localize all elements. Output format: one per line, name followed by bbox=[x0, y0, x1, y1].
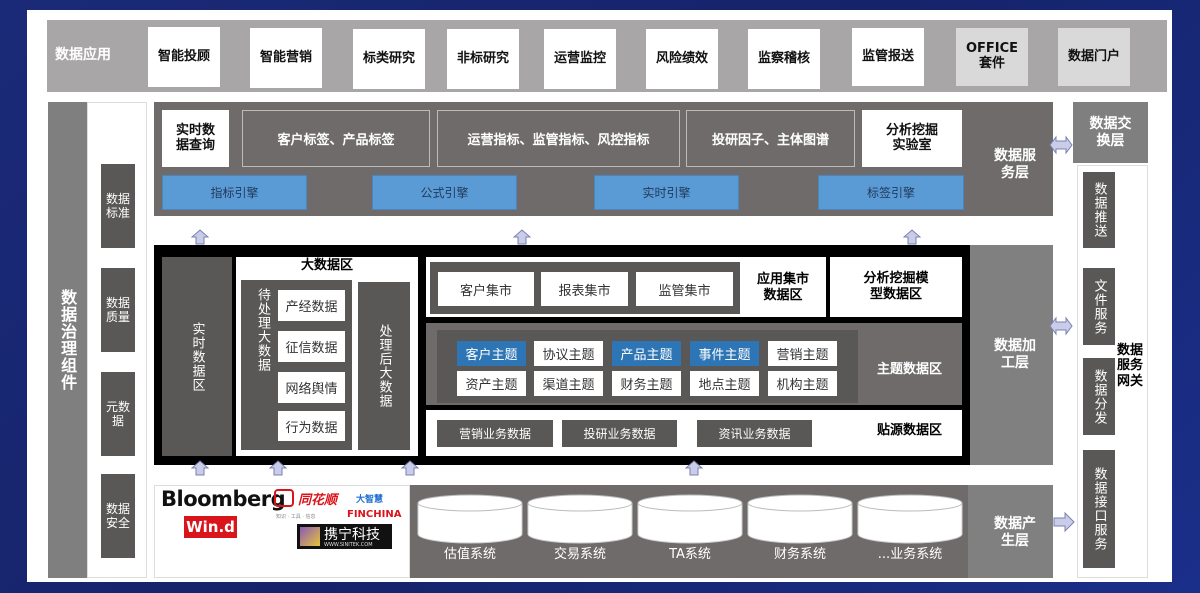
app-item: 运营监控 bbox=[544, 29, 616, 89]
bigdata-item: 征信数据 bbox=[278, 331, 345, 362]
subject-item: 资产主题 bbox=[457, 371, 526, 396]
gateway-item: 文件服务 bbox=[1083, 268, 1115, 345]
app-item: 监管报送 bbox=[852, 28, 924, 86]
bigdata-title: 大数据区 bbox=[300, 258, 353, 274]
ths-logo-icon bbox=[274, 489, 294, 507]
tags-box: 客户标签、产品标签 bbox=[242, 110, 430, 167]
indicators-box: 运营指标、监管指标、风控指标 bbox=[437, 110, 680, 167]
subject-item: 机构主题 bbox=[768, 371, 837, 396]
database-cylinder-icon bbox=[417, 494, 523, 544]
realtime-zone: 实时数据区 bbox=[162, 257, 232, 456]
subject-item: 营销主题 bbox=[768, 341, 837, 366]
governance-item: 数据安全 bbox=[101, 474, 135, 558]
production-layer-label: 数据产生层 bbox=[994, 516, 1036, 549]
arrow-up-icon bbox=[401, 460, 419, 476]
arrow-up-icon bbox=[513, 229, 531, 245]
service-layer-label: 数据服务层 bbox=[994, 148, 1036, 181]
subject-item: 渠道主题 bbox=[534, 371, 603, 396]
processed-bigdata: 处理后大数据 bbox=[358, 282, 410, 450]
database-cylinder-icon bbox=[637, 494, 743, 544]
app-item: 风险绩效 bbox=[646, 29, 718, 89]
arrow-up-icon bbox=[685, 460, 703, 476]
app-item: 智能投顾 bbox=[148, 27, 220, 87]
pending-bigdata-label: 待处理大数据 bbox=[255, 288, 270, 372]
factors-box: 投研因子、主体图谱 bbox=[686, 110, 855, 167]
database-cylinder-icon bbox=[527, 494, 633, 544]
governance-item: 数据标准 bbox=[101, 164, 135, 248]
subject-item: 地点主题 bbox=[690, 371, 759, 396]
sinitek-url: WWW.SINITEK.COM bbox=[324, 542, 373, 548]
engine-tag: 标签引擎 bbox=[818, 175, 964, 210]
wind-logo: Win.d bbox=[184, 516, 237, 538]
finchina-logo: FINCHINA bbox=[347, 509, 402, 520]
system-label: ...业务系统 bbox=[877, 546, 943, 562]
double-arrow-icon bbox=[1049, 135, 1073, 155]
app-item: 智能营销 bbox=[250, 28, 322, 88]
app-item: 非标研究 bbox=[447, 29, 519, 89]
mart-item: 监管集市 bbox=[636, 272, 733, 306]
engine-formula: 公式引擎 bbox=[372, 175, 517, 210]
gateway-label: 数据服务网关 bbox=[1116, 342, 1143, 389]
realtime-query: 实时数据查询 bbox=[162, 110, 229, 167]
governance-item: 元数据 bbox=[101, 372, 135, 456]
bigdata-item: 产经数据 bbox=[278, 290, 345, 321]
system-label: 财务系统 bbox=[773, 546, 826, 562]
ths-tagline: 知识 · 工具 · 信息 bbox=[276, 514, 316, 520]
app-item: 标类研究 bbox=[353, 29, 425, 89]
source-item: 资讯业务数据 bbox=[697, 420, 812, 447]
database-cylinder-icon bbox=[747, 494, 853, 544]
system-label: 估值系统 bbox=[443, 546, 496, 562]
app-mart-label: 应用集市数据区 bbox=[756, 272, 809, 303]
mart-item: 报表集市 bbox=[541, 272, 628, 306]
database-cylinder-icon bbox=[857, 494, 963, 544]
gateway-item: 数据接口服务 bbox=[1083, 450, 1115, 568]
gateway-item: 数据分发 bbox=[1083, 358, 1115, 435]
system-label: TA系统 bbox=[669, 546, 711, 562]
arrow-up-icon bbox=[191, 460, 209, 476]
arrow-up-icon bbox=[191, 229, 209, 245]
governance-column bbox=[48, 102, 87, 578]
production-layer bbox=[968, 485, 1053, 578]
governance-label: 数据治理组件 bbox=[58, 289, 78, 391]
engine-indicator: 指标引擎 bbox=[162, 175, 307, 210]
bigdata-item: 网络舆情 bbox=[278, 372, 345, 403]
arrow-right-icon bbox=[1053, 512, 1075, 532]
arrow-up-icon bbox=[269, 460, 287, 476]
mart-item: 客户集市 bbox=[438, 272, 534, 306]
engine-realtime: 实时引擎 bbox=[594, 175, 739, 210]
subject-item: 事件主题 bbox=[690, 341, 759, 366]
double-arrow-icon bbox=[1049, 316, 1073, 336]
app-item: 数据门户 bbox=[1058, 28, 1130, 86]
subject-item: 客户主题 bbox=[457, 341, 526, 366]
processing-layer bbox=[970, 245, 1053, 465]
subject-item: 产品主题 bbox=[612, 341, 681, 366]
bloomberg-logo: Bloomberg bbox=[161, 487, 286, 511]
source-item: 投研业务数据 bbox=[562, 420, 677, 447]
mining-lab: 分析挖掘实验室 bbox=[862, 110, 962, 167]
dzh-logo: 大智慧 bbox=[356, 495, 384, 505]
gateway-item: 数据推送 bbox=[1083, 172, 1115, 248]
ths-logo: 同花顺 bbox=[298, 493, 338, 508]
arrow-up-icon bbox=[903, 229, 921, 245]
mining-model-zone: 分析挖掘模型数据区 bbox=[830, 257, 962, 317]
subject-item: 财务主题 bbox=[612, 371, 681, 396]
source-item: 营销业务数据 bbox=[437, 420, 553, 447]
sinitek-name: 携宁科技 bbox=[324, 527, 380, 543]
governance-item: 数据质量 bbox=[101, 268, 135, 352]
app-item: OFFICE套件 bbox=[956, 28, 1028, 86]
system-label: 交易系统 bbox=[553, 546, 606, 562]
app-item: 监察稽核 bbox=[748, 29, 820, 89]
app-layer-label: 数据应用 bbox=[55, 46, 111, 63]
processing-layer-label: 数据加工层 bbox=[994, 338, 1036, 371]
exchange-layer: 数据交换层 bbox=[1073, 102, 1148, 163]
bigdata-item: 行为数据 bbox=[278, 411, 345, 441]
subject-item: 协议主题 bbox=[534, 341, 603, 366]
subject-zone-label: 主题数据区 bbox=[876, 362, 942, 378]
source-zone-label: 贴源数据区 bbox=[876, 423, 942, 439]
sinitek-logo-icon bbox=[300, 527, 320, 546]
